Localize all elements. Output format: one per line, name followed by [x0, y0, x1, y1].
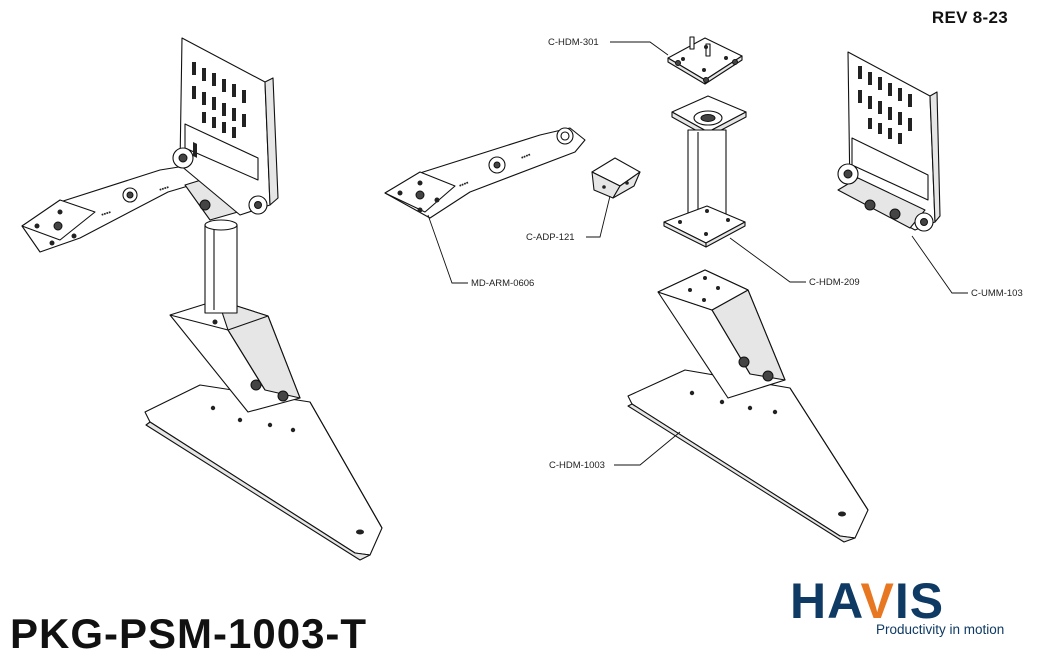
svg-text:▪▪▪▪: ▪▪▪▪	[458, 179, 470, 189]
callout-c-hdm-209: C-HDM-209	[809, 277, 860, 288]
pole-part	[663, 95, 747, 248]
callout-leaders	[427, 41, 968, 466]
adapter-part	[591, 157, 641, 199]
revision-label: REV 8-23	[931, 8, 1008, 27]
callout-c-hdm-301: C-HDM-301	[548, 37, 599, 48]
svg-text:▪▪▪▪: ▪▪▪▪	[520, 151, 532, 161]
callout-c-hdm-1003: C-HDM-1003	[549, 460, 605, 471]
callout-c-adp-121: C-ADP-121	[526, 232, 575, 243]
callout-c-umm-103: C-UMM-103	[971, 288, 1023, 299]
svg-text:▪▪▪▪: ▪▪▪▪	[100, 209, 112, 219]
logo-tagline: Productivity in motion	[876, 622, 1005, 637]
base-part	[627, 269, 869, 543]
assembled-mount: ▪▪▪▪ ▪▪▪▪	[21, 37, 383, 561]
svg-text:▪▪▪▪: ▪▪▪▪	[158, 184, 170, 194]
arm-part: ▪▪▪▪ ▪▪▪▪	[384, 127, 586, 219]
top-plate-part	[667, 36, 743, 85]
logo-wordmark: HAVIS	[790, 573, 945, 629]
callout-md-arm-0606: MD-ARM-0606	[471, 278, 534, 289]
havis-logo: HAVIS Productivity in motion	[790, 576, 1020, 646]
bracket-part	[837, 51, 941, 232]
part-number-title: PKG-PSM-1003-T	[10, 610, 368, 657]
bracket-slots	[193, 141, 197, 158]
